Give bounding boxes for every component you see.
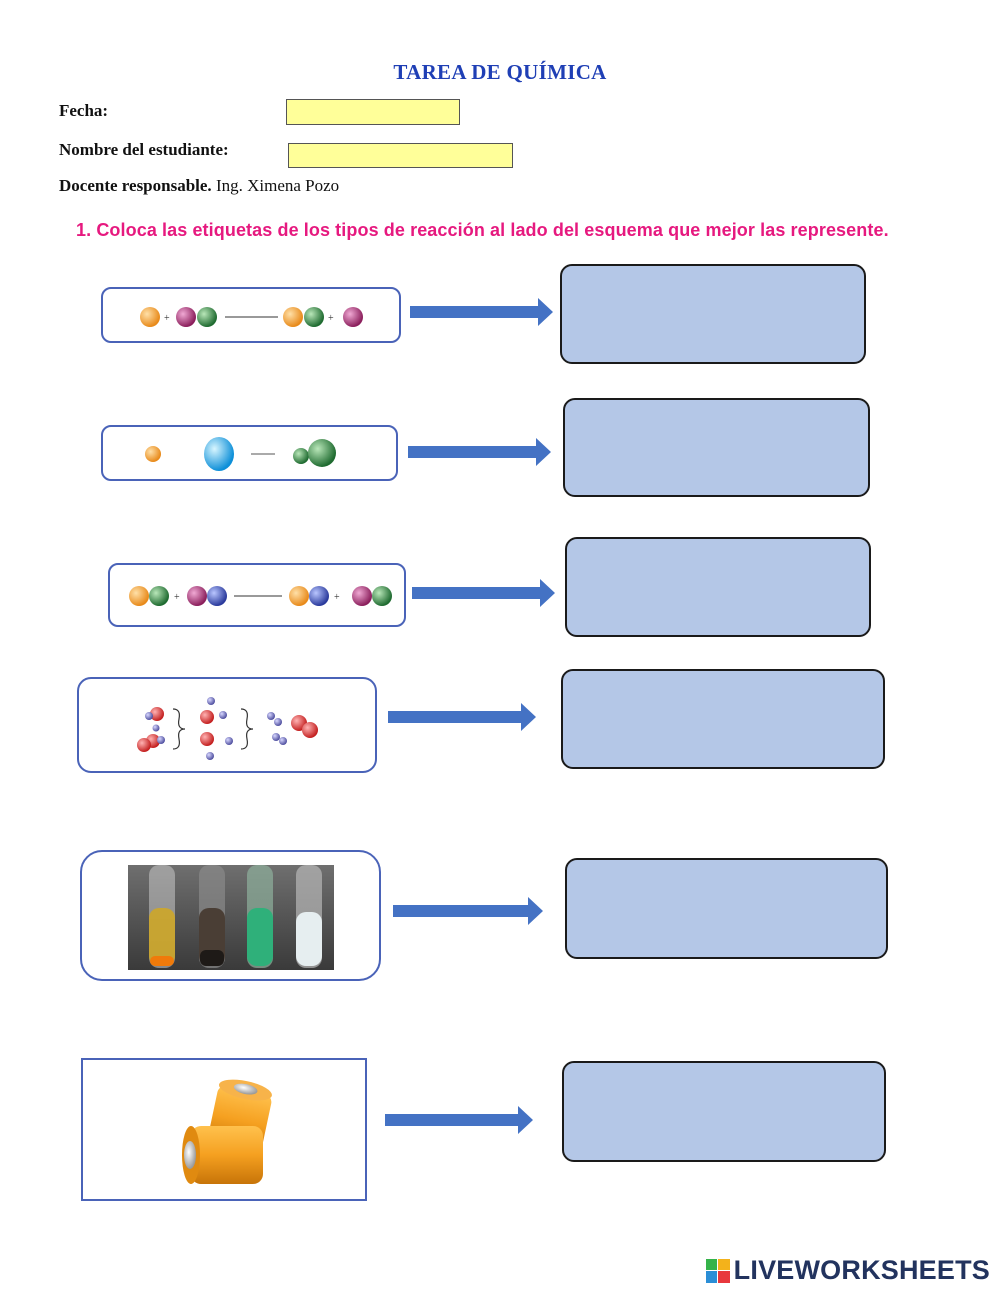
scheme-4	[77, 677, 377, 773]
scheme-1-diagram: + +	[140, 307, 363, 327]
liveworksheets-logo-icon	[705, 1258, 730, 1283]
logo-text: LIVEWORKSHEETS	[733, 1255, 990, 1285]
date-label: Fecha:	[59, 101, 109, 120]
arrow-1	[410, 296, 555, 328]
arrow-3	[412, 577, 557, 609]
arrow-4	[388, 701, 538, 733]
scheme-4-diagram	[137, 697, 318, 760]
teacher-name: Ing. Ximena Pozo	[215, 176, 340, 195]
liveworksheets-logo: LIVEWORKSHEETS	[705, 1255, 990, 1286]
answer-box-2[interactable]	[563, 398, 870, 497]
answer-box-4[interactable]	[561, 669, 885, 769]
teacher-line: Docente responsable. Ing. Ximena Pozo	[59, 176, 339, 196]
page-title: TAREA DE QUÍMICA	[393, 60, 607, 84]
batteries-image	[182, 1079, 272, 1184]
answer-box-6[interactable]	[562, 1061, 886, 1162]
svg-text:+: +	[334, 592, 340, 603]
answer-box-3[interactable]	[565, 537, 871, 637]
scheme-2	[101, 425, 398, 481]
test-tubes-image	[128, 865, 334, 970]
answer-box-5[interactable]	[565, 858, 888, 959]
arrow-2	[408, 436, 553, 468]
scheme-1: + +	[101, 287, 401, 343]
svg-text:+: +	[328, 313, 334, 324]
scheme-3-diagram: + +	[129, 586, 392, 606]
arrow-6	[385, 1104, 535, 1136]
arrow-5	[393, 895, 545, 927]
scheme-6	[81, 1058, 367, 1201]
student-label: Nombre del estudiante:	[59, 140, 229, 159]
instruction-text: 1. Coloca las etiquetas de los tipos de …	[76, 220, 889, 240]
scheme-2-diagram	[145, 437, 336, 471]
svg-text:+: +	[174, 592, 180, 603]
date-field[interactable]	[286, 99, 460, 125]
student-name-field[interactable]	[288, 143, 513, 168]
scheme-3: + +	[108, 563, 406, 627]
scheme-5	[80, 850, 381, 981]
teacher-label: Docente responsable.	[59, 176, 212, 195]
svg-text:+: +	[164, 313, 170, 324]
answer-box-1[interactable]	[560, 264, 866, 364]
